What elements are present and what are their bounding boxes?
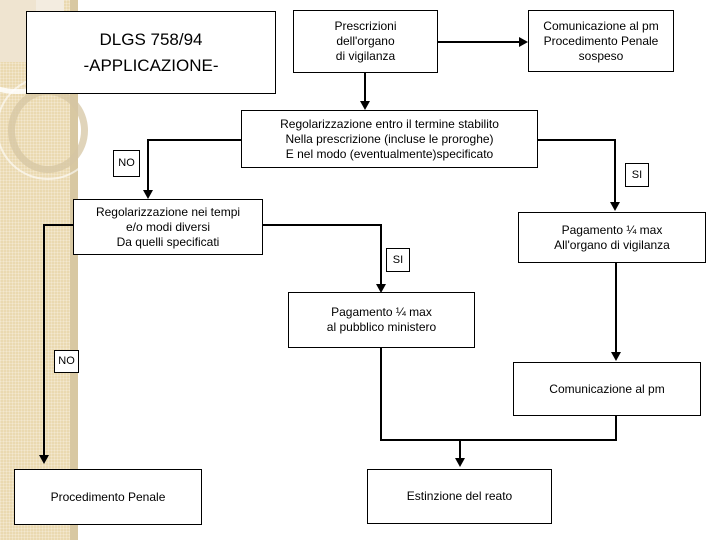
node-prescrizioni[interactable]: Prescrizioni dell'organo di vigilanza: [293, 10, 438, 73]
connector-si-down-to-pagamento-ministero: [380, 224, 382, 290]
connector-no-down-to-procedimento: [43, 224, 45, 460]
label-si-right: SI: [625, 163, 649, 187]
connector-pagamento-ministero-to-merge: [380, 348, 382, 441]
connector-no-down-to-diversi: [147, 139, 149, 196]
node-comunicazione-pm-sospeso[interactable]: Comunicazione al pm Procedimento Penale …: [528, 10, 674, 72]
label-si-middle: SI: [386, 248, 410, 272]
connector-comunicazione-to-merge: [615, 416, 617, 441]
connector-si-down-to-pagamento-organo: [614, 139, 616, 207]
arrowhead-down-pagamento-ministero-icon: [376, 284, 386, 293]
node-estinzione-reato[interactable]: Estinzione del reato: [367, 469, 552, 524]
connector-merge-to-estinzione: [459, 439, 461, 463]
connector-diversi-right-si: [262, 224, 382, 226]
decorative-band-edge: [70, 0, 78, 540]
arrowhead-down-regolarizzazione-icon: [360, 101, 370, 110]
label-no-top: NO: [113, 150, 140, 177]
label-no-left: NO: [54, 350, 79, 373]
node-pagamento-organo[interactable]: Pagamento ¼ max All'organo di vigilanza: [518, 212, 706, 263]
arrowhead-down-comunicazione-icon: [611, 352, 621, 361]
arrowhead-right-sospeso-icon: [519, 37, 528, 47]
arrowhead-down-diversi-icon: [143, 190, 153, 199]
node-pagamento-ministero[interactable]: Pagamento ¼ max al pubblico ministero: [288, 292, 475, 348]
arrowhead-down-estinzione-icon: [455, 458, 465, 467]
connector-prescrizioni-to-regolarizzazione: [364, 73, 366, 104]
node-procedimento-penale[interactable]: Procedimento Penale: [14, 469, 202, 525]
connector-pagamento-organo-to-comunicazione: [615, 263, 617, 355]
node-regolarizzazione-diversi[interactable]: Regolarizzazione nei tempi e/o modi dive…: [73, 199, 263, 255]
connector-prescrizioni-to-sospeso: [437, 41, 522, 43]
node-regolarizzazione-termine[interactable]: Regolarizzazione entro il termine stabil…: [241, 110, 538, 168]
node-comunicazione-pm[interactable]: Comunicazione al pm: [513, 362, 701, 416]
connector-merge-bar: [380, 439, 617, 441]
connector-regolarizzazione-left-no: [147, 139, 242, 141]
title-box: DLGS 758/94 -APPLICAZIONE-: [26, 11, 276, 94]
arrowhead-down-pagamento-organo-icon: [610, 202, 620, 211]
connector-diversi-left-no: [43, 224, 74, 226]
connector-regolarizzazione-right-si: [537, 139, 616, 141]
arrowhead-down-procedimento-icon: [39, 455, 49, 464]
